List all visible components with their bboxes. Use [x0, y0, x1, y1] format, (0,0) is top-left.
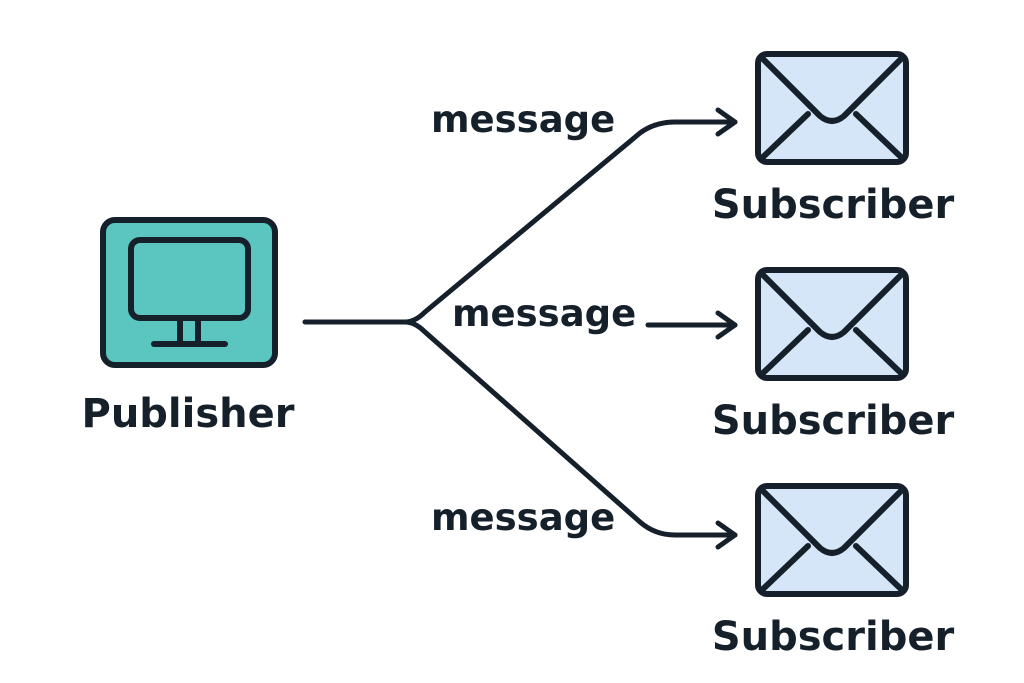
edge-label-2: message [452, 292, 636, 335]
arrowhead-3 [715, 520, 738, 550]
arrowhead-2 [715, 310, 738, 340]
subscriber-node-1: Subscriber [712, 51, 955, 228]
edge-label-3: message [431, 496, 615, 539]
subscriber-node-3: Subscriber [712, 483, 955, 660]
subscriber-node-2: Subscriber [712, 267, 955, 444]
arrowhead-1 [715, 107, 738, 137]
subscriber-label: Subscriber [712, 614, 955, 660]
subscriber-label: Subscriber [712, 182, 955, 228]
publisher-node: Publisher [82, 217, 295, 437]
publisher-label: Publisher [82, 391, 295, 437]
subscriber-label: Subscriber [712, 398, 955, 444]
edge-label-1: message [431, 98, 615, 141]
edge-line-bottom [402, 319, 738, 538]
envelope-icon [755, 51, 909, 165]
publisher-box [100, 217, 278, 368]
monitor-icon [128, 237, 251, 347]
envelope-icon [755, 267, 909, 381]
envelope-icon [755, 483, 909, 597]
